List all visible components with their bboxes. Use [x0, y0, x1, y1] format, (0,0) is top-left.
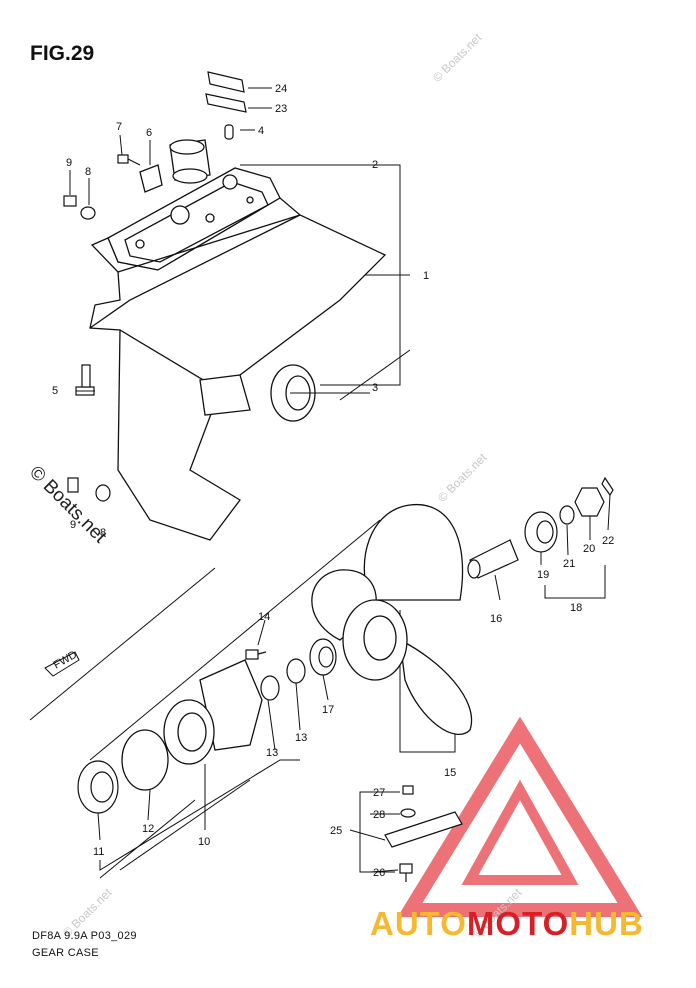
callout-5: 5 — [52, 385, 58, 397]
cotter-pin-22 — [601, 476, 614, 497]
bearing-housing-10 — [163, 659, 263, 765]
callout-24: 24 — [275, 83, 287, 95]
callout-14: 14 — [258, 611, 270, 623]
callout-15: 15 — [444, 767, 456, 779]
callout-3: 3 — [372, 382, 378, 394]
pin-4 — [224, 124, 234, 140]
callout-21: 21 — [563, 558, 575, 570]
brand-triangle-logo — [397, 716, 643, 917]
o-ring-12 — [121, 729, 169, 791]
washer-8-top — [80, 206, 96, 220]
washer-8-lower — [95, 484, 111, 502]
fwd-arrow-icon: FWD — [44, 649, 80, 677]
bolt-9-lower — [67, 477, 79, 493]
callout-18: 18 — [570, 602, 582, 614]
spacer-16 — [467, 539, 519, 579]
callout-26: 26 — [373, 867, 385, 879]
callout-27: 27 — [373, 787, 385, 799]
callout-labels: 1 2 3 4 5 6 7 8 9 9 8 10 11 12 13 13 14 … — [52, 83, 614, 879]
propeller — [311, 503, 473, 736]
figure-name: GEAR CASE — [32, 947, 99, 959]
callout-7: 7 — [116, 121, 122, 133]
callout-10: 10 — [198, 836, 210, 848]
figure-title: FIG.29 — [30, 42, 95, 65]
callout-19: 19 — [537, 569, 549, 581]
callout-13-second: 13 — [295, 732, 307, 744]
callout-4: 4 — [258, 125, 264, 137]
callout-17: 17 — [322, 704, 334, 716]
needle-bearing — [169, 139, 211, 184]
callout-9: 9 — [66, 157, 72, 169]
callout-9-lower: 9 — [70, 519, 76, 531]
figure-code: DF8A 9.9A P03_029 — [32, 930, 137, 942]
callout-6: 6 — [146, 127, 152, 139]
bearing-11 — [77, 760, 119, 814]
bolt-26 — [399, 863, 413, 882]
callout-2: 2 — [372, 159, 378, 171]
callout-11: 11 — [93, 846, 104, 858]
callout-22: 22 — [602, 535, 614, 547]
brand-text-hub: HUB — [569, 905, 644, 942]
bolt-14 — [245, 649, 267, 660]
callout-28: 28 — [373, 809, 385, 821]
brand-text-moto: MOTO — [466, 905, 570, 942]
callout-8-lower: 8 — [100, 527, 106, 539]
callout-1: 1 — [423, 270, 429, 282]
callout-13: 13 — [266, 747, 278, 759]
brand-text-auto: AUTO — [370, 905, 467, 942]
anode-25 — [384, 811, 463, 848]
callout-12: 12 — [142, 823, 154, 835]
bolt-7 — [117, 154, 141, 166]
nut-27 — [402, 785, 414, 795]
callout-23: 23 — [275, 103, 287, 115]
callout-25: 25 — [330, 825, 342, 837]
bush-6 — [139, 164, 163, 193]
brand-logo-text: AUTOMOTOHUB — [370, 905, 644, 943]
filler-23 — [205, 93, 247, 113]
filler-24 — [207, 71, 245, 93]
bearing-17 — [309, 638, 337, 676]
nut-20 — [574, 487, 605, 517]
spacer-19 — [524, 511, 558, 553]
callout-20: 20 — [583, 543, 595, 555]
bolt-9-top — [63, 195, 77, 207]
washer-28 — [400, 808, 416, 818]
leader-lines — [69, 87, 611, 873]
callout-16: 16 — [490, 613, 502, 625]
washer-21 — [559, 505, 575, 525]
gear-case-body — [89, 197, 387, 541]
washer-13b — [260, 675, 280, 701]
guide-lines — [29, 164, 606, 879]
washer-13a — [286, 658, 306, 684]
callout-8: 8 — [85, 166, 91, 178]
